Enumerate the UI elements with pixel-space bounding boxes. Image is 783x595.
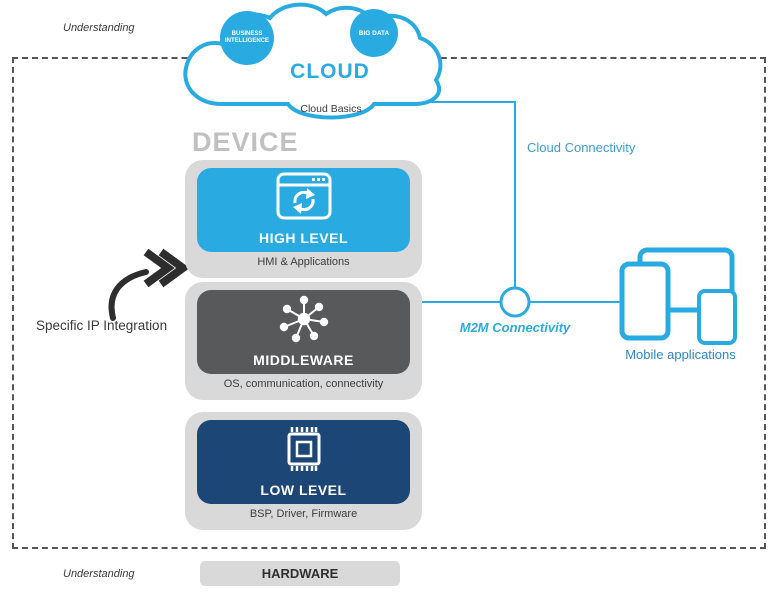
- business-intelligence-label: BUSINESS INTELLIGENCE: [225, 31, 270, 44]
- device-layer-card-high: HIGH LEVEL HMI & Applications: [185, 160, 422, 278]
- curved-arrow-icon: [108, 248, 190, 321]
- low-level-subtitle: BSP, Driver, Firmware: [249, 508, 358, 520]
- big-data-label: BIG DATA: [358, 29, 390, 37]
- app-window-refresh-icon: [197, 172, 410, 220]
- mobile-devices-icon: [619, 247, 737, 345]
- big-data-bubble: BIG DATA: [350, 9, 398, 57]
- device-layer-card-middleware: MIDDLEWARE OS, communication, connectivi…: [185, 282, 422, 400]
- network-nodes-icon: [197, 294, 410, 344]
- middleware-subtitle: OS, communication, connectivity: [223, 378, 384, 390]
- m2m-connectivity-label: M2M Connectivity: [459, 320, 571, 335]
- cloud-title: CLOUD: [290, 60, 370, 83]
- high-level-label: HIGH LEVEL: [258, 230, 348, 246]
- hardware-bar: HARDWARE: [200, 561, 400, 586]
- middleware-label: MIDDLEWARE: [253, 352, 354, 368]
- low-level-block: LOW LEVEL: [197, 420, 410, 504]
- device-layer-card-low: LOW LEVEL BSP, Driver, Firmware: [185, 412, 422, 530]
- cpu-chip-icon: [197, 424, 410, 474]
- low-level-label: LOW LEVEL: [260, 482, 347, 498]
- middleware-block: MIDDLEWARE: [197, 290, 410, 374]
- device-title: DEVICE: [192, 127, 299, 157]
- high-level-block: HIGH LEVEL: [197, 168, 410, 252]
- m2m-node-icon: [499, 286, 531, 318]
- specific-ip-integration-label: Specific IP Integration: [36, 318, 168, 333]
- understanding-top-label: Understanding: [63, 22, 135, 34]
- cloud-connectivity-label: Cloud Connectivity: [527, 140, 636, 155]
- mobile-applications-label: Mobile applications: [625, 347, 736, 362]
- understanding-bottom-label: Understanding: [63, 568, 135, 580]
- high-level-subtitle: HMI & Applications: [257, 256, 350, 268]
- business-intelligence-bubble: BUSINESS INTELLIGENCE: [220, 11, 274, 65]
- cloud-basics-label: Cloud Basics: [300, 103, 362, 115]
